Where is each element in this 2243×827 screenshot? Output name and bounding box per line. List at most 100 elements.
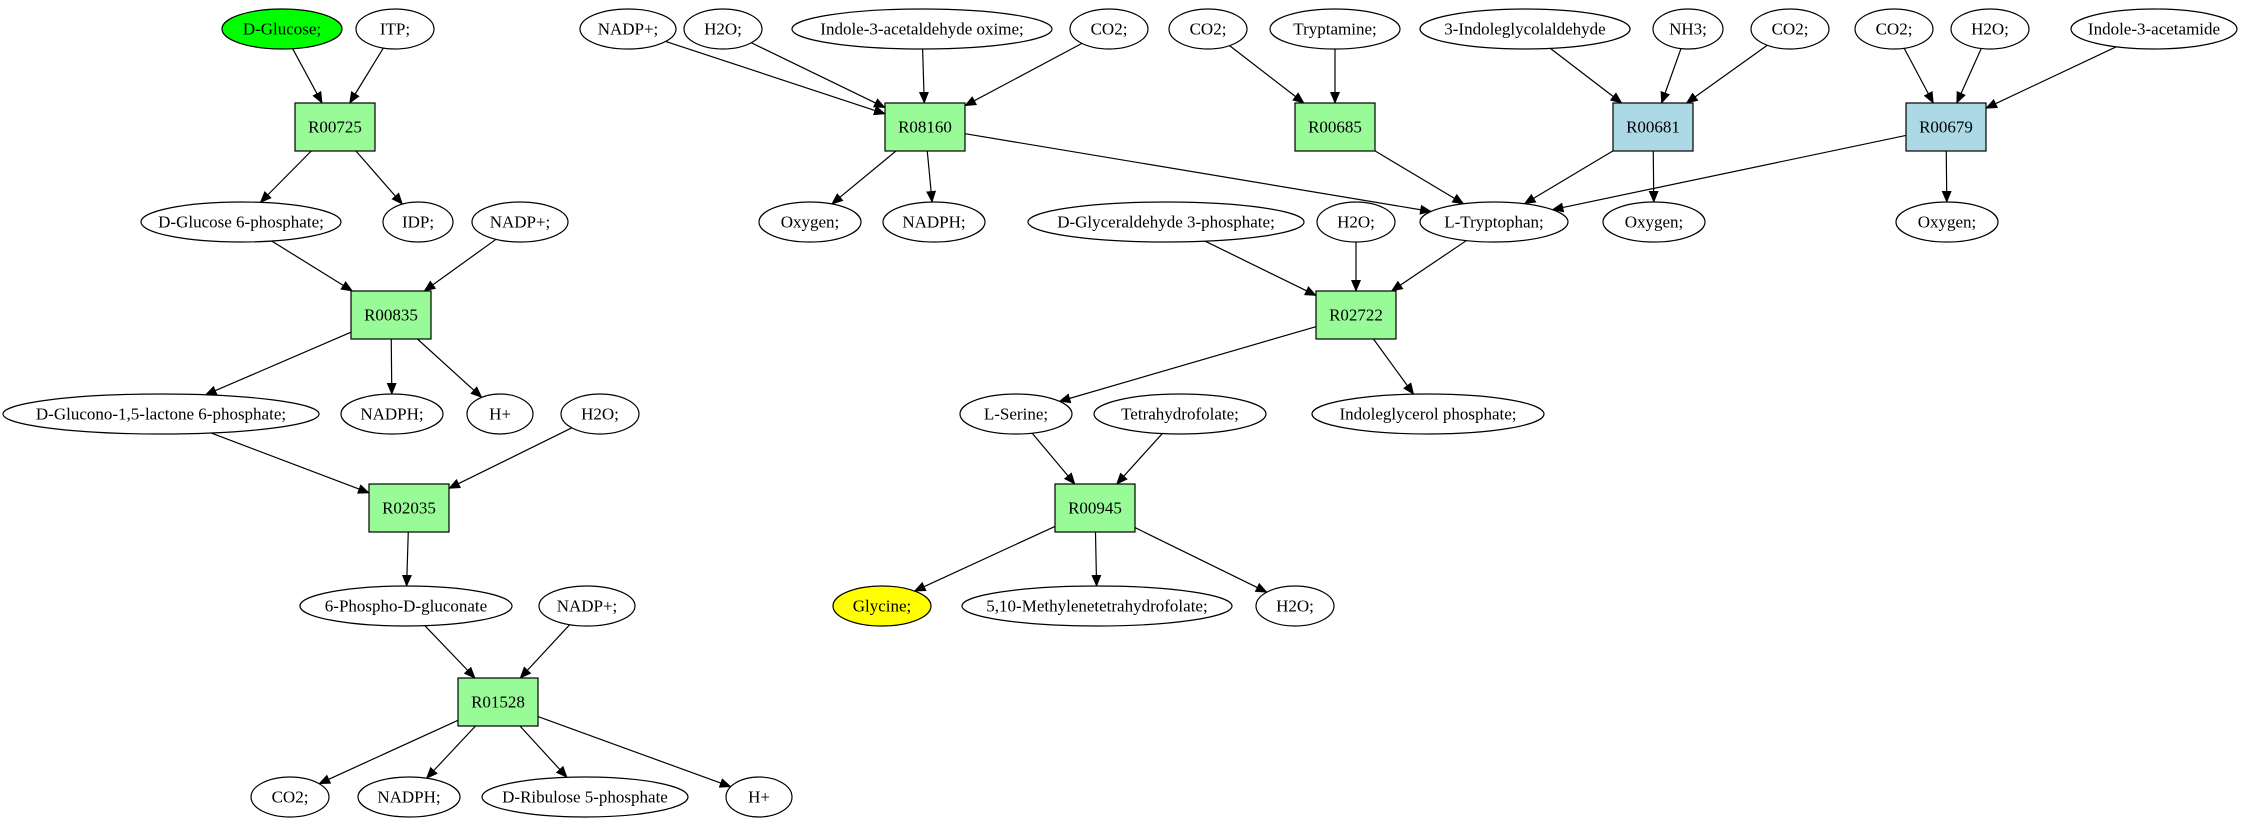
node-label: D-Ribulose 5-phosphate	[502, 788, 668, 807]
metabolite-ellipse	[355, 8, 435, 50]
metabolite-ellipse	[250, 776, 330, 818]
edge-lserine-to-r00945	[1031, 432, 1076, 485]
edge-r00945-to-h2o5	[1134, 527, 1268, 593]
metabolite-ellipse	[560, 393, 640, 435]
reaction-box	[457, 677, 539, 727]
node-label: H2O;	[581, 405, 619, 424]
edge-dglucono-to-r02035	[210, 432, 370, 494]
metabolite-node-co2a: CO2;	[250, 776, 330, 818]
metabolite-ellipse	[481, 776, 689, 818]
reaction-node-r00725: R00725	[294, 102, 376, 152]
metabolite-node-indoleglycerol: Indoleglycerol phosphate;	[1311, 393, 1545, 435]
edge-r00945-to-glycine	[913, 525, 1056, 592]
metabolite-node-h2o1: H2O;	[560, 393, 640, 435]
node-label: H2O;	[1337, 213, 1375, 232]
node-label: NADP+;	[557, 597, 618, 616]
edges-layer	[204, 40, 2117, 788]
metabolite-ellipse	[1895, 201, 1999, 243]
metabolite-ellipse	[1093, 393, 1267, 435]
metabolite-node-co2c: CO2;	[1168, 8, 1248, 50]
node-label: D-Glucose 6-phosphate;	[158, 213, 324, 232]
reaction-box	[1315, 290, 1397, 340]
node-label: H2O;	[704, 20, 742, 39]
metabolite-node-tryptamine: Tryptamine;	[1269, 8, 1401, 50]
metabolite-node-nadph3: NADPH;	[882, 201, 986, 243]
reaction-node-r00685: R00685	[1294, 102, 1376, 152]
metabolite-ellipse	[832, 585, 932, 627]
metabolite-ellipse	[221, 8, 343, 50]
edge-h2o3-to-r00679	[1956, 48, 1982, 104]
reaction-box	[1054, 483, 1136, 533]
edge-indoleglycol-to-r00681	[1549, 47, 1623, 104]
edge-nh3-to-r00681	[1660, 48, 1682, 104]
metabolite-node-nadp2: NADP+;	[538, 585, 636, 627]
node-label: 3-Indoleglycolaldehyde	[1444, 20, 1605, 39]
node-label: Oxygen;	[781, 213, 840, 232]
metabolite-ellipse	[140, 201, 342, 243]
node-label: H2O;	[1276, 597, 1314, 616]
edge-r00835-to-dglucono	[204, 331, 352, 396]
node-label: 6-Phospho-D-gluconate	[325, 597, 487, 616]
metabolite-node-glycine: Glycine;	[832, 585, 932, 627]
metabolite-ellipse	[882, 201, 986, 243]
edge-r08160-to-oxygen1	[831, 150, 897, 205]
edge-r02035-to-phosphogluconate	[401, 531, 412, 587]
node-label: Oxygen;	[1625, 213, 1684, 232]
reaction-node-r00679: R00679	[1905, 102, 1987, 152]
metabolite-ellipse	[579, 8, 677, 50]
metabolite-ellipse	[299, 585, 513, 627]
node-label: R00679	[1919, 118, 1973, 137]
reaction-box	[1905, 102, 1987, 152]
edge-nadp2-to-r01528	[519, 624, 571, 679]
node-label: ITP;	[380, 20, 410, 39]
reaction-node-r00681: R00681	[1612, 102, 1694, 152]
metabolite-ellipse	[1269, 8, 1401, 50]
node-label: R00945	[1068, 499, 1122, 518]
metabolite-node-acetamide: Indole-3-acetamide	[2070, 8, 2238, 50]
metabolite-node-oxygen2: Oxygen;	[1602, 201, 1706, 243]
node-label: R00685	[1308, 118, 1362, 137]
edge-r00681-to-ltrp	[1523, 150, 1614, 205]
edge-r08160-to-nadph3	[926, 150, 937, 204]
metabolite-ellipse	[758, 201, 862, 243]
metabolite-node-co2e: CO2;	[1854, 8, 1934, 50]
metabolite-ellipse	[1854, 8, 1934, 50]
metabolite-node-h2o5: H2O;	[1255, 585, 1335, 627]
metabolite-node-dglucono: D-Glucono-1,5-lactone 6-phosphate;	[2, 393, 320, 435]
edge-r01528-to-co2a	[318, 719, 459, 785]
node-label: R08160	[898, 118, 952, 137]
node-label: H2O;	[1971, 20, 2009, 39]
metabolite-ellipse	[1255, 585, 1335, 627]
metabolite-node-phosphogluconate: 6-Phospho-D-gluconate	[299, 585, 513, 627]
node-label: R00835	[364, 306, 418, 325]
reaction-node-r00835: R00835	[350, 290, 432, 340]
node-label: NADPH;	[377, 788, 440, 807]
metabolite-node-dglucose: D-Glucose;	[221, 8, 343, 50]
metabolite-node-h2o3: H2O;	[1950, 8, 2030, 50]
metabolite-ellipse	[1168, 8, 1248, 50]
metabolite-node-lserine: L-Serine;	[959, 393, 1073, 435]
metabolite-node-oxygen1: Oxygen;	[758, 201, 862, 243]
reaction-node-r02722: R02722	[1315, 290, 1397, 340]
node-label: Oxygen;	[1918, 213, 1977, 232]
reaction-node-r00945: R00945	[1054, 483, 1136, 533]
edge-nadp3-to-r08160	[665, 40, 886, 116]
metabolite-ellipse	[683, 8, 763, 50]
edge-co2b-to-r08160	[964, 42, 1083, 107]
metabolite-ellipse	[340, 393, 444, 435]
node-label: R02035	[382, 499, 436, 518]
edge-r00835-to-hplus1	[417, 338, 483, 399]
edge-gap-to-r02722	[1204, 240, 1317, 296]
node-label: NADP+;	[490, 213, 551, 232]
reaction-box	[368, 483, 450, 533]
reaction-box	[1612, 102, 1694, 152]
metabolite-ellipse	[1652, 8, 1724, 50]
edge-r00835-to-nadph1	[386, 338, 397, 396]
metabolite-ellipse	[961, 585, 1233, 627]
edge-r00681-to-oxygen2	[1648, 150, 1659, 204]
metabolite-ellipse	[1419, 201, 1569, 243]
metabolite-node-idp: IDP;	[382, 201, 454, 243]
metabolite-ellipse	[466, 393, 534, 435]
edge-r01528-to-nadph2	[425, 725, 476, 779]
